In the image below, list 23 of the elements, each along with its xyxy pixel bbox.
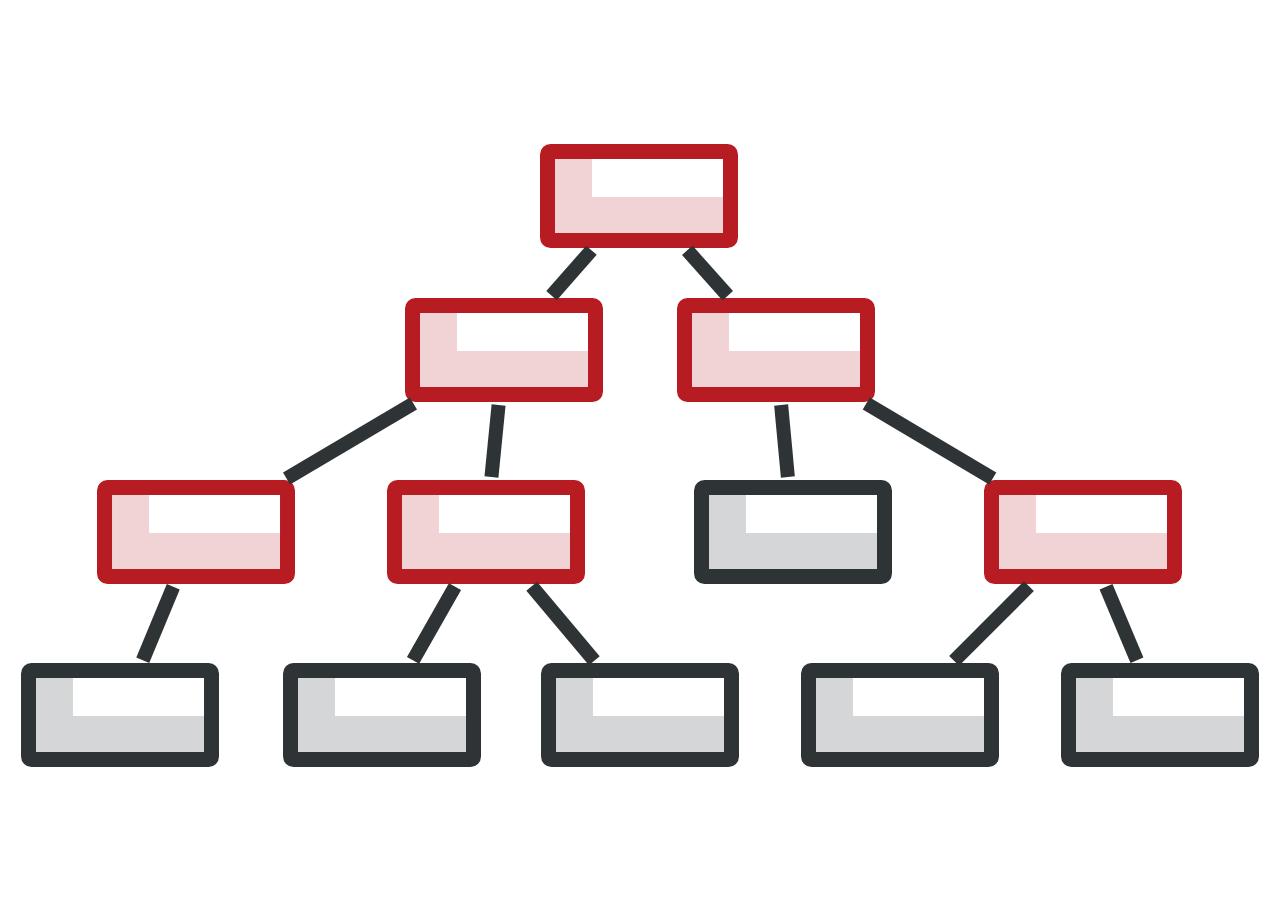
hierarchy-box bbox=[1061, 663, 1259, 767]
connector-line bbox=[774, 404, 795, 478]
hierarchy-box bbox=[694, 480, 892, 584]
hierarchy-box bbox=[540, 144, 738, 248]
connector-line bbox=[406, 583, 462, 664]
hierarchy-box bbox=[405, 298, 603, 402]
hierarchy-box bbox=[984, 480, 1182, 584]
hierarchy-box bbox=[677, 298, 875, 402]
hierarchy-box bbox=[387, 480, 585, 584]
connector-line bbox=[682, 245, 733, 301]
connector-line bbox=[1099, 584, 1144, 663]
connector-line bbox=[526, 581, 600, 666]
connector-line bbox=[546, 245, 597, 301]
hierarchy-box bbox=[541, 663, 739, 767]
connector-line bbox=[862, 397, 997, 485]
connector-line bbox=[283, 397, 417, 485]
hierarchy-box bbox=[21, 663, 219, 767]
hierarchy-box bbox=[801, 663, 999, 767]
connector-line bbox=[484, 404, 506, 478]
connector-line bbox=[949, 581, 1034, 666]
hierarchy-box bbox=[97, 480, 295, 584]
connector-line bbox=[136, 584, 180, 663]
hierarchy-box bbox=[283, 663, 481, 767]
